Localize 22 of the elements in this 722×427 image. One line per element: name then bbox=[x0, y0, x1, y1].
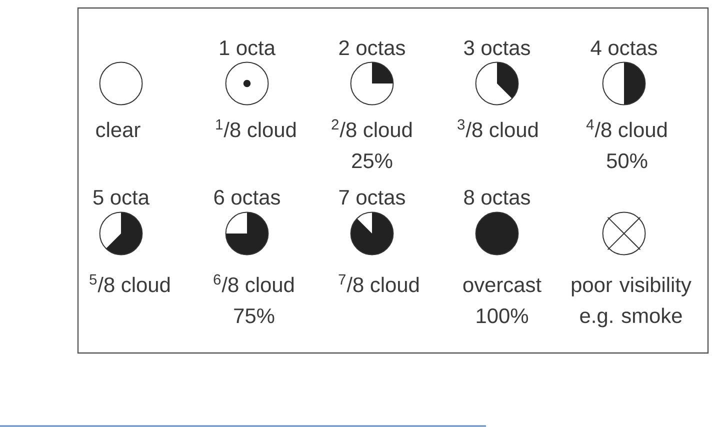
percentage-label: 100% bbox=[476, 308, 528, 324]
symbol-caption: $^{1}$/8 cloud bbox=[216, 119, 296, 138]
symbol-heading: 2 octas bbox=[339, 40, 405, 56]
symbol-heading: 5 octa bbox=[93, 190, 150, 205]
symbol-heading: 3 octas bbox=[464, 40, 530, 56]
symbol-caption: overcast bbox=[463, 278, 542, 292]
symbol-heading: 7 octas bbox=[339, 190, 405, 205]
percentage-label: 50% bbox=[606, 153, 648, 168]
symbol-caption: $^{7}$/8 cloud bbox=[338, 274, 419, 292]
percentage-label: 75% bbox=[234, 308, 274, 324]
symbol-heading: 1 octa bbox=[220, 40, 276, 56]
symbol-caption: $^{3}$/8 cloud bbox=[458, 119, 538, 138]
symbol-caption: $^{4}$/8 cloud bbox=[586, 119, 667, 138]
percentage-label: 25% bbox=[352, 153, 392, 168]
symbol-caption: $^{6}$/8 cloud bbox=[214, 274, 294, 292]
symbol-caption: $^{2}$/8 cloud bbox=[332, 119, 412, 138]
symbol-caption: $^{5}$/8 cloud bbox=[90, 274, 170, 292]
symbol-heading: 4 octas bbox=[590, 40, 657, 56]
symbol-caption: poor visibility e.g. smoke bbox=[572, 276, 692, 328]
symbol-heading: 8 octas bbox=[464, 190, 530, 205]
symbol-heading: 6 octas bbox=[214, 190, 280, 205]
symbol-caption: clear bbox=[96, 122, 140, 138]
